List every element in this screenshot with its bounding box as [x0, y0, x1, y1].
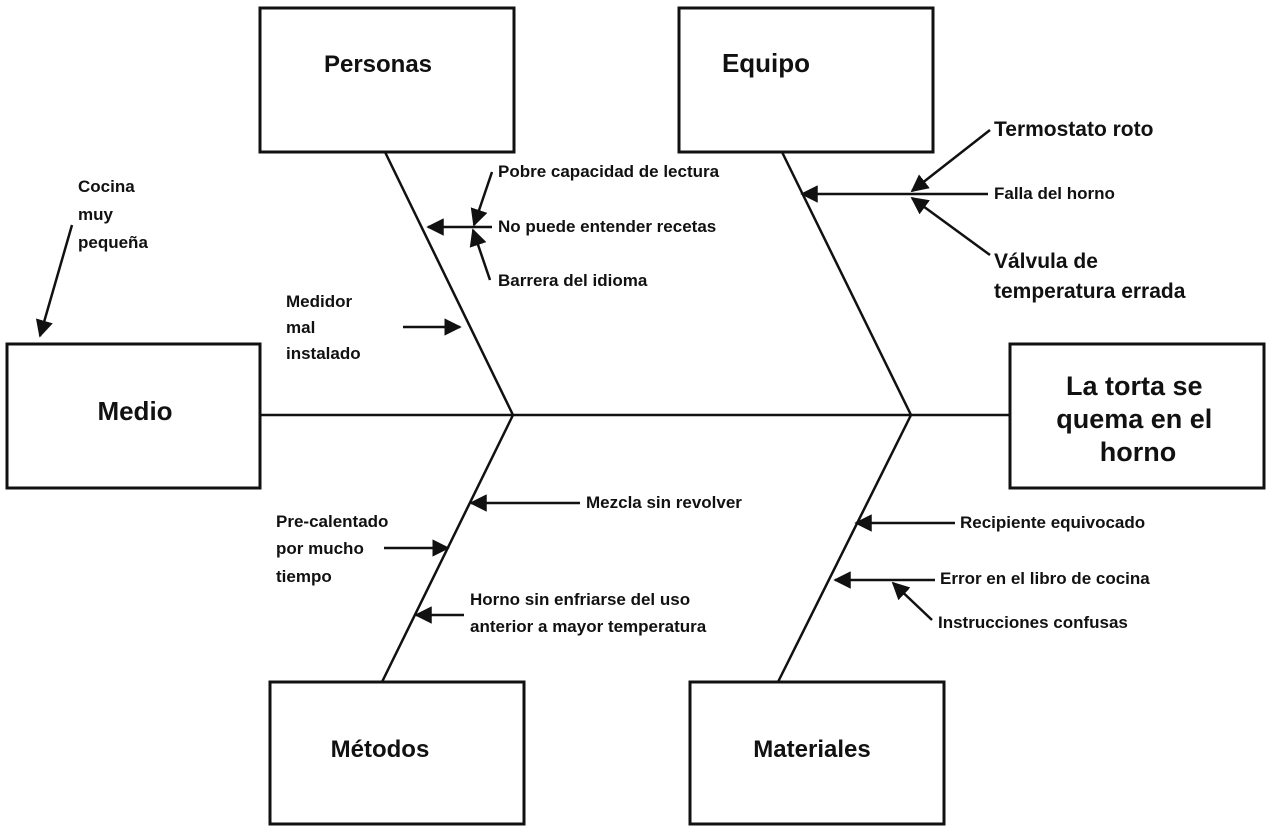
- termostato-label: Termostato roto: [994, 118, 1153, 141]
- valvula-arrow: [910, 196, 991, 257]
- instrucciones-arrow: [891, 581, 933, 621]
- equipo-label: Equipo: [722, 48, 810, 78]
- materiales-bone: [776, 414, 913, 683]
- mezcla-label: Mezcla sin revolver: [586, 493, 742, 512]
- instrucciones-label: Instrucciones confusas: [938, 613, 1128, 632]
- metodos-label: Métodos: [331, 736, 430, 763]
- recipiente-label: Recipiente equivocado: [960, 513, 1145, 532]
- equipo-box: [677, 6, 935, 154]
- precalentado-label: Pre-calentado por mucho tiempo: [276, 512, 393, 586]
- materiales-label: Materiales: [753, 736, 870, 763]
- personas-bone: [383, 151, 515, 416]
- medio-label: Medio: [97, 396, 172, 426]
- falla-horno-label: Falla del horno: [994, 184, 1115, 203]
- medidor-label: Medidor mal instalado: [286, 292, 361, 363]
- medio-box: [5, 342, 262, 490]
- materiales-box: [688, 680, 946, 826]
- effect-label: La torta se quema en el horno: [1056, 371, 1220, 467]
- pobre-capacidad-label: Pobre capacidad de lectura: [498, 162, 720, 181]
- effect-box: [1008, 342, 1266, 490]
- pobre-capacidad-arrow: [470, 171, 494, 227]
- metodos-box: [268, 680, 526, 826]
- termostato-arrow: [910, 129, 991, 193]
- barrera-idioma-arrow: [469, 228, 492, 281]
- personas-box: [258, 6, 516, 154]
- no-puede-entender-label: No puede entender recetas: [498, 217, 716, 236]
- personas-label: Personas: [324, 51, 432, 78]
- cocina-label: Cocina muy pequeña: [78, 177, 148, 252]
- error-libro-label: Error en el libro de cocina: [940, 569, 1150, 588]
- cocina-arrow: [35, 224, 74, 338]
- equipo-bone: [780, 151, 913, 416]
- barrera-idioma-label: Barrera del idioma: [498, 271, 648, 290]
- horno-sin-enfriarse-label: Horno sin enfriarse del uso anterior a m…: [470, 590, 707, 636]
- valvula-label: Válvula de temperatura errada: [994, 250, 1186, 303]
